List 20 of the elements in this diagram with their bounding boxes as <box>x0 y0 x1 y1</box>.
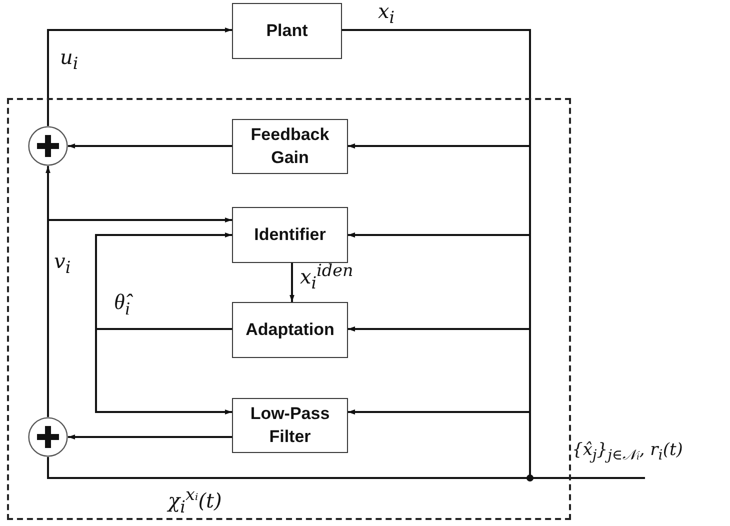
signal-line <box>68 144 232 148</box>
summing-junction <box>28 417 68 457</box>
signal-line <box>290 263 294 302</box>
signal-line <box>47 28 232 126</box>
process-box: Low-Pass Filter <box>232 398 348 453</box>
signal-line <box>47 218 232 417</box>
signal-line <box>68 434 232 440</box>
process-box: Plant <box>232 3 342 59</box>
input-signal-label: {x̂$_{j}$}$_{j∈𝒩ᵢ}$, r$_{i}$(t) <box>572 440 730 478</box>
summing-junction <box>28 126 68 166</box>
process-box: Adaptation <box>232 302 348 358</box>
process-box: Feedback Gain <box>232 119 348 174</box>
edge-label: χ$_{i}$$^{xᵢ}$(t) <box>168 486 222 517</box>
edge-label: v$_{i}$ <box>54 250 71 278</box>
signal-line <box>95 328 232 414</box>
edge-label: u$_{i}$ <box>60 46 78 74</box>
edge-label: x$_{i}$ <box>378 0 395 28</box>
controller-boundary <box>7 98 571 520</box>
signal-line <box>95 232 232 330</box>
process-box: Identifier <box>232 207 348 263</box>
